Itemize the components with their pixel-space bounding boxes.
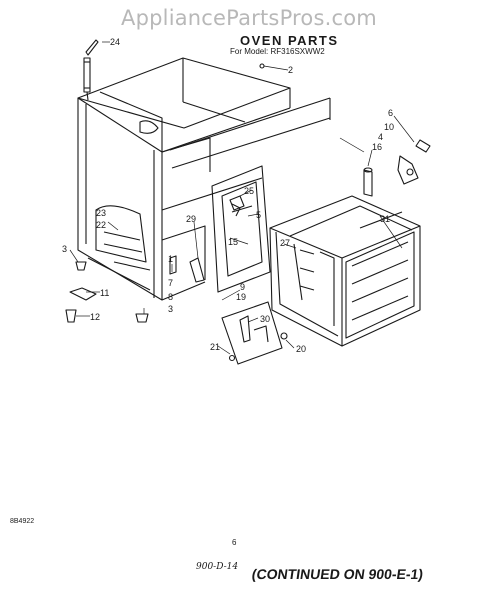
callout-10: 10 bbox=[384, 122, 394, 132]
callout-4: 4 bbox=[378, 132, 383, 142]
callout-2: 2 bbox=[288, 65, 293, 75]
part-16-light-housing bbox=[363, 167, 373, 197]
document-code: 8B4922 bbox=[10, 518, 35, 525]
oven-cabinet bbox=[77, 57, 331, 301]
callout-30: 30 bbox=[260, 314, 270, 324]
callout-23: 23 bbox=[96, 208, 106, 218]
callout-8: 8 bbox=[168, 292, 173, 302]
callout-20: 20 bbox=[296, 344, 306, 354]
callout-7: 7 bbox=[168, 278, 173, 288]
callout-24: 24 bbox=[110, 37, 120, 47]
watermark-text: AppliancePartsPros.com bbox=[121, 6, 377, 30]
model-label: For Model: RF316SXWW2 bbox=[230, 47, 325, 56]
callout-labels: 24 2 6 10 4 16 25 5 29 15 23 22 3 11 12 … bbox=[62, 37, 394, 354]
callout-16: 16 bbox=[372, 142, 382, 152]
callout-27: 27 bbox=[280, 238, 290, 248]
part-24-rod bbox=[83, 39, 99, 101]
callout-5: 5 bbox=[256, 210, 261, 220]
callout-22: 22 bbox=[96, 220, 106, 230]
callout-3-bottom: 3 bbox=[168, 304, 173, 314]
diagram-title: OVEN PARTS bbox=[240, 33, 339, 48]
handwritten-reference: 900-D-14 bbox=[196, 562, 239, 572]
callout-11: 11 bbox=[100, 288, 109, 298]
callout-1: 1 bbox=[168, 254, 173, 264]
continued-note: (CONTINUED ON 900-E-1) bbox=[250, 566, 425, 582]
oven-liner bbox=[269, 195, 421, 347]
page-number: 6 bbox=[232, 538, 237, 547]
callout-9: 9 bbox=[240, 282, 245, 292]
callout-29: 29 bbox=[186, 214, 196, 224]
bracket-assembly bbox=[221, 301, 288, 365]
callout-6: 6 bbox=[388, 108, 393, 118]
callout-19: 19 bbox=[236, 292, 246, 302]
callout-15: 15 bbox=[228, 237, 238, 247]
callout-25: 25 bbox=[244, 186, 254, 196]
callout-3-top: 3 bbox=[62, 244, 67, 254]
callout-31: 31 bbox=[380, 214, 390, 224]
callout-21: 21 bbox=[210, 342, 220, 352]
part-6-10-socket bbox=[397, 139, 431, 185]
callout-12: 12 bbox=[90, 312, 100, 322]
